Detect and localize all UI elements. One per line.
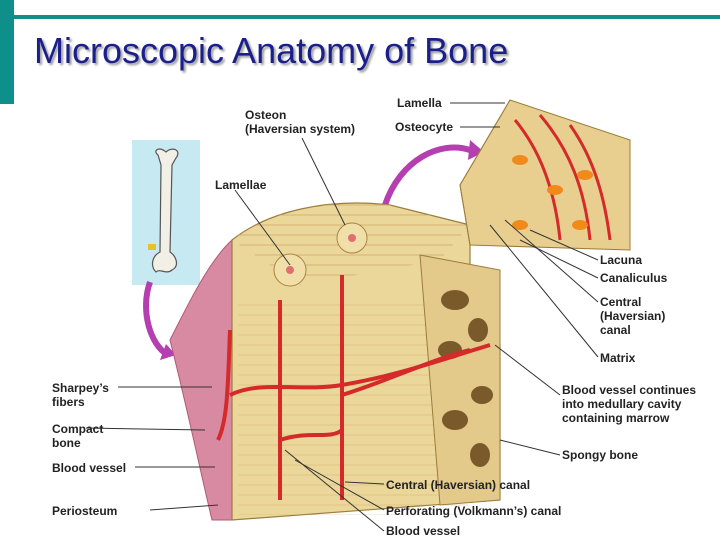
upper-arrow [382,144,471,206]
label-sharpeys-line2: fibers [52,395,85,409]
label-blood-vessel-bottom: Blood vessel [386,524,461,538]
label-compact-line2: bone [52,436,81,450]
label-perforating-canal: Perforating (Volkmann’s) canal [386,504,562,518]
slide-title: Microscopic Anatomy of Bone [34,30,509,71]
label-central-line1: Central [600,295,642,309]
label-blood-vessel-left: Blood vessel [52,461,127,475]
label-matrix: Matrix [600,351,636,365]
title-underline [0,15,720,19]
accent-bar [0,0,14,104]
label-osteon: Osteon (Haversian system) [245,108,355,136]
label-sharpeys-fibers: Sharpey’s fibers [52,381,109,409]
label-compact-bone: Compact bone [52,422,103,450]
label-sharpeys-line1: Sharpey’s [52,381,109,395]
label-bv-line3: containing marrow [562,411,670,425]
label-central-line3: canal [600,323,631,337]
label-lacuna: Lacuna [600,253,643,267]
femur-inset [132,140,200,285]
osteon-detail [459,99,631,251]
label-osteon-line2: (Haversian system) [245,122,356,136]
label-blood-vessel-continues: Blood vessel continues into medullary ca… [562,383,696,425]
lower-arrow [143,280,170,358]
label-central-haversian-canal: Central (Haversian) canal [386,478,531,492]
label-osteocyte: Osteocyte [395,120,454,134]
label-central-line2: (Haversian) [600,309,666,323]
label-osteon-line1: Osteon [245,108,287,122]
label-central-canal: Central (Haversian) canal [600,295,665,337]
spongy-bone-region [419,254,501,506]
label-spongy-bone: Spongy bone [562,448,638,462]
label-canaliculus: Canaliculus [600,271,668,285]
blood-vessels [216,275,491,500]
label-periosteum: Periosteum [52,504,118,518]
label-bv-line1: Blood vessel continues [562,383,697,397]
label-lamella: Lamella [397,96,442,110]
label-compact-line1: Compact [52,422,104,436]
label-lamellae: Lamellae [215,178,267,192]
label-bv-line2: into medullary cavity [562,397,682,411]
leader-lines [85,102,599,532]
periosteum-layer [169,238,235,521]
